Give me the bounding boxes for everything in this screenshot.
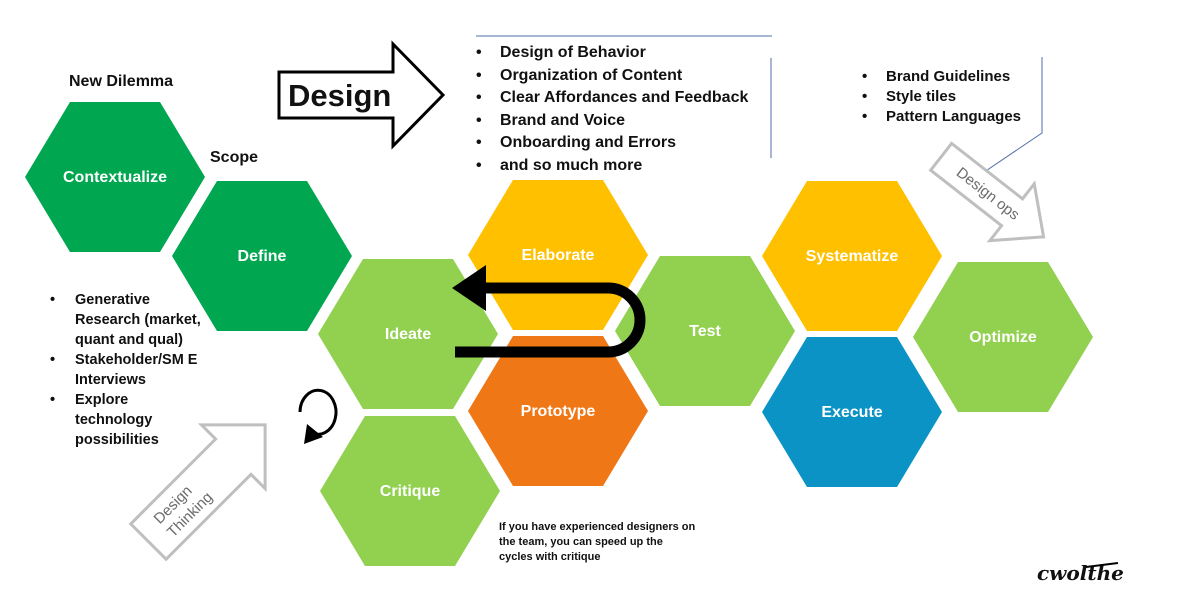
design-thinking-arrow-shape — [128, 423, 267, 562]
brand-list-item: Brand Guidelines — [860, 67, 1021, 87]
hex-systematize-shape — [762, 181, 942, 331]
new-dilemma-label: New Dilemma — [69, 73, 174, 90]
brand-list-item: Style tiles — [860, 87, 1021, 107]
critique-note: If you have experienced designers on the… — [499, 521, 696, 563]
hex-test-label: Test — [689, 323, 721, 340]
hex-elaborate-label: Elaborate — [522, 247, 595, 264]
design-list: Design of Behavior Organization of Conte… — [474, 42, 748, 178]
design-arrow-label: Design — [288, 78, 391, 113]
research-list-item: Stakeholder/SM E Interviews — [48, 350, 208, 390]
hex-define-shape — [172, 181, 352, 331]
design-list-item: and so much more — [474, 155, 748, 178]
scope-label: Scope — [210, 149, 259, 166]
hex-systematize-label: Systematize — [806, 248, 899, 265]
research-list: Generative Research (market, quant and q… — [48, 290, 208, 450]
hex-prototype: Prototype — [468, 336, 648, 486]
hex-critique-shape — [320, 416, 500, 566]
hex-ideate: Ideate — [318, 259, 498, 409]
hex-execute-label: Execute — [821, 404, 882, 421]
design-list-item: Organization of Content — [474, 65, 748, 88]
design-arrow: Design — [277, 40, 446, 150]
cycle-arrow-path — [298, 388, 338, 436]
design-arrow-shape — [277, 40, 446, 150]
brand-list-item: Pattern Languages — [860, 107, 1021, 127]
hex-optimize: Optimize — [913, 262, 1093, 412]
brand-list: Brand Guidelines Style tiles Pattern Lan… — [860, 67, 1021, 127]
hex-ideate-label: Ideate — [385, 326, 431, 343]
signature-stroke — [1085, 562, 1119, 568]
cycle-arrow-icon — [298, 388, 338, 444]
hex-test-shape — [615, 256, 795, 406]
hex-prototype-shape — [468, 336, 648, 486]
design-list-item: Brand and Voice — [474, 110, 748, 133]
hex-execute: Execute — [762, 337, 942, 487]
research-list-item: Explore technology possibilities — [48, 390, 208, 450]
cycle-arrowhead — [304, 424, 323, 444]
hex-optimize-label: Optimize — [969, 329, 1037, 346]
hex-systematize: Systematize — [762, 181, 942, 331]
design-list-item: Design of Behavior — [474, 42, 748, 65]
hex-test: Test — [615, 256, 795, 406]
hex-critique-label: Critique — [380, 483, 441, 500]
hex-contextualize-shape — [25, 102, 205, 252]
hex-contextualize: Contextualize — [25, 102, 205, 252]
hex-execute-shape — [762, 337, 942, 487]
hex-define: Define — [172, 181, 352, 331]
research-list-item: Generative Research (market, quant and q… — [48, 290, 208, 350]
brand-connector-line — [967, 57, 1043, 184]
iteration-arrow-path — [455, 282, 646, 358]
iteration-arrowhead — [452, 265, 486, 311]
hex-define-label: Define — [238, 248, 287, 265]
hex-ideate-shape — [318, 259, 498, 409]
iteration-arrow — [452, 265, 646, 358]
design-ops-arrow-shape — [928, 141, 1046, 243]
design-list-item: Onboarding and Errors — [474, 132, 748, 155]
hex-prototype-label: Prototype — [521, 403, 596, 420]
design-ops-arrow: Design ops — [928, 141, 1046, 243]
hex-critique: Critique — [320, 416, 500, 566]
design-list-item: Clear Affordances and Feedback — [474, 87, 748, 110]
hex-elaborate: Elaborate — [468, 180, 648, 330]
hex-contextualize-label: Contextualize — [63, 169, 167, 186]
hex-optimize-shape — [913, 262, 1093, 412]
